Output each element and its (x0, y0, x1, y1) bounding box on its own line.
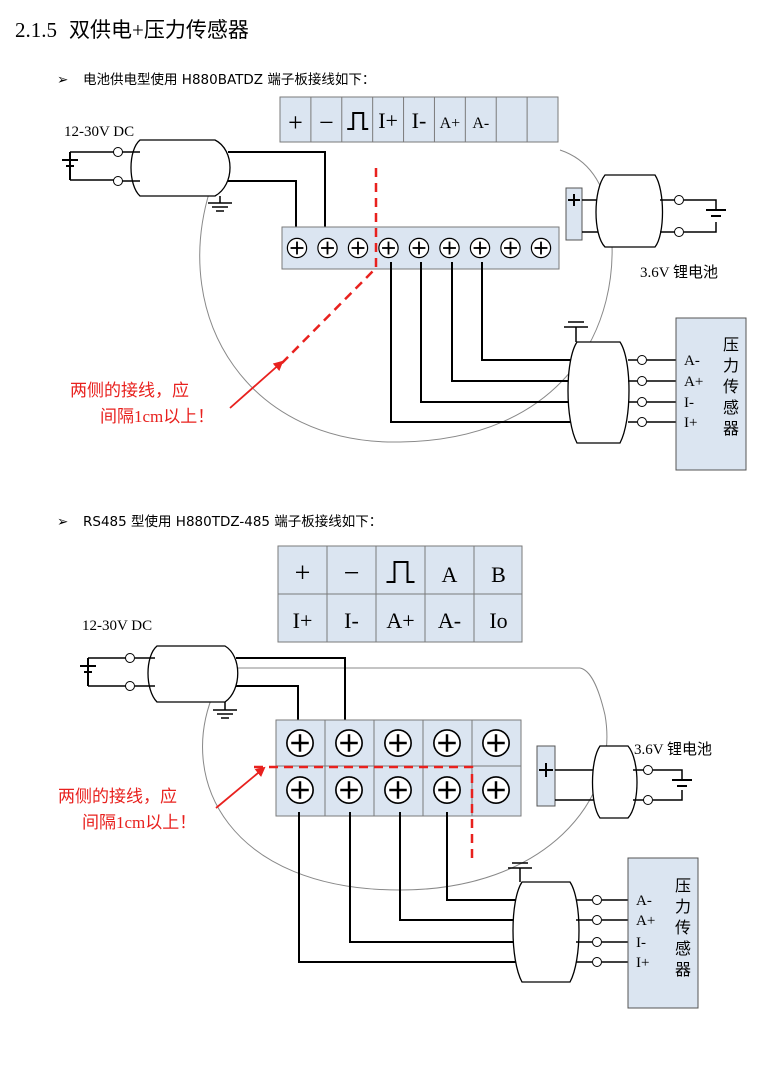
dc-battery-icon (62, 147, 123, 186)
legend-cell: I- (344, 608, 359, 633)
section-heading: 2.1.5 双供电+压力传感器 (15, 14, 249, 44)
sensor-name-char: 压 (675, 878, 691, 895)
terminal-screw-icon (316, 237, 339, 259)
dc-label: 12-30V DC (82, 618, 152, 634)
terminal-screw-icon (499, 237, 522, 259)
legend-cell: A- (472, 115, 489, 132)
legend-cell: I+ (293, 608, 313, 633)
terminal-screw-icon (408, 237, 430, 259)
enclosure-outline (202, 667, 608, 891)
sensor-pin-label: I- (636, 935, 646, 951)
sensor-name-char: 器 (723, 420, 739, 438)
pressure-sensor: 压力传感器 A- A+ I- I+ (627, 857, 699, 1009)
legend-cell: A (442, 562, 458, 587)
legend-cell: A+ (386, 608, 414, 633)
sensor-name-char: 传 (723, 378, 739, 396)
dc-battery-icon (80, 653, 135, 691)
sensor-name-char: 力 (675, 898, 691, 916)
legend-cell: A- (438, 608, 461, 633)
sensor-gland (508, 862, 580, 983)
legend-cell: − (319, 108, 334, 137)
pin-terminal-icon (592, 915, 602, 925)
legend-cell: I- (412, 108, 427, 133)
bullet-text: 电池供电型使用 H880BATDZ 端子板接线如下： (83, 72, 376, 88)
terminal-screw-icon (469, 237, 491, 259)
sensor-name-char: 压 (723, 337, 739, 354)
bullet-arrow-icon: ➢ (57, 72, 69, 88)
terminal-screw-icon (334, 728, 364, 758)
diagram2: + − A B I+ I- A+ A- Io 12-30V DC (58, 545, 712, 1009)
warning-line2: 间隔1cm以上！ (100, 407, 214, 426)
pin-terminal-icon (637, 417, 647, 427)
li-battery-connector (536, 745, 692, 819)
pin-terminal-icon (637, 376, 647, 386)
battery-label: 3.6V 锂电池 (634, 741, 712, 758)
terminal-screw-icon (438, 237, 461, 259)
terminal-screw-icon (383, 728, 413, 758)
pin-terminal-icon (637, 397, 647, 407)
legend-grid: + − A B I+ I- A+ A- Io (277, 545, 523, 643)
sensor-pin-label: A- (684, 353, 700, 369)
terminal-screw-icon (432, 775, 462, 805)
legend-cell: A+ (440, 115, 461, 132)
ground-icon (208, 196, 232, 212)
bullet-arrow-icon: ➢ (57, 514, 69, 530)
legend-cell: + (295, 558, 311, 589)
terminal-screw-icon (377, 237, 400, 259)
legend-cell: B (491, 562, 506, 587)
sensor-name-char: 感 (675, 940, 691, 958)
dc-label: 12-30V DC (64, 124, 134, 140)
legend-cell: − (344, 558, 360, 589)
bullet-diagram2: ➢ RS485 型使用 H880TDZ-485 端子板接线如下： (57, 510, 382, 530)
terminal-screw-icon (383, 775, 413, 805)
legend-cell: Io (489, 608, 507, 633)
terminal-screw-icon (334, 775, 364, 805)
pressure-sensor: 压力传感器 A- A+ I- I+ (675, 317, 747, 471)
sensor-pin-label: A+ (684, 374, 703, 390)
terminal-screw-icon (347, 237, 369, 259)
legend-cell: I+ (378, 108, 398, 133)
pin-terminal-icon (592, 937, 602, 947)
pulse-icon (386, 561, 415, 583)
bullet-diagram1: ➢ 电池供电型使用 H880BATDZ 端子板接线如下： (57, 68, 375, 88)
sensor-pin-label: I+ (636, 955, 649, 971)
terminal-screw-icon (285, 775, 315, 805)
sensor-pin-label: A+ (636, 913, 655, 929)
terminal-screw-icon (432, 728, 462, 758)
sensor-name-char: 感 (723, 399, 739, 417)
pulse-icon (347, 112, 369, 130)
li-battery-connector (565, 174, 726, 248)
sensor-name-char: 传 (675, 919, 691, 937)
section-title: 双供电+压力传感器 (69, 18, 249, 42)
pin-terminal-icon (592, 957, 602, 967)
terminal-block (275, 719, 522, 817)
legend-cell: + (288, 108, 303, 137)
sensor-name-char: 器 (675, 961, 691, 979)
warning-line1: 两侧的接线，应 (70, 381, 189, 400)
sensor-pin-label: A- (636, 893, 652, 909)
bullet-text: RS485 型使用 H880TDZ-485 端子板接线如下： (83, 514, 383, 530)
terminal-screw-icon (530, 237, 552, 259)
section-number: 2.1.5 (15, 18, 57, 42)
cable-gland (122, 139, 231, 197)
cable-gland (135, 645, 239, 703)
warning-line1: 两侧的接线，应 (58, 787, 177, 806)
terminal-screw-icon (481, 775, 511, 805)
warning-line2: 间隔1cm以上！ (82, 813, 196, 832)
legend-row: +− I+ I- A+ A- (279, 96, 559, 143)
pin-terminal-icon (637, 355, 647, 365)
sensor-pin-label: I- (684, 395, 694, 411)
enclosure-outline (199, 149, 613, 443)
terminal-screw-icon (481, 728, 511, 758)
sensor-name-char: 力 (723, 357, 739, 375)
terminal-screw-icon (286, 237, 308, 259)
battery-label: 3.6V 锂电池 (640, 264, 718, 281)
diagram1: +− I+ I- A+ A- 12-30V DC (62, 96, 747, 471)
ground-icon (213, 702, 237, 719)
pin-terminal-icon (592, 895, 602, 905)
sensor-gland (564, 321, 630, 444)
terminal-screw-icon (285, 728, 315, 758)
sensor-pin-label: I+ (684, 415, 697, 431)
